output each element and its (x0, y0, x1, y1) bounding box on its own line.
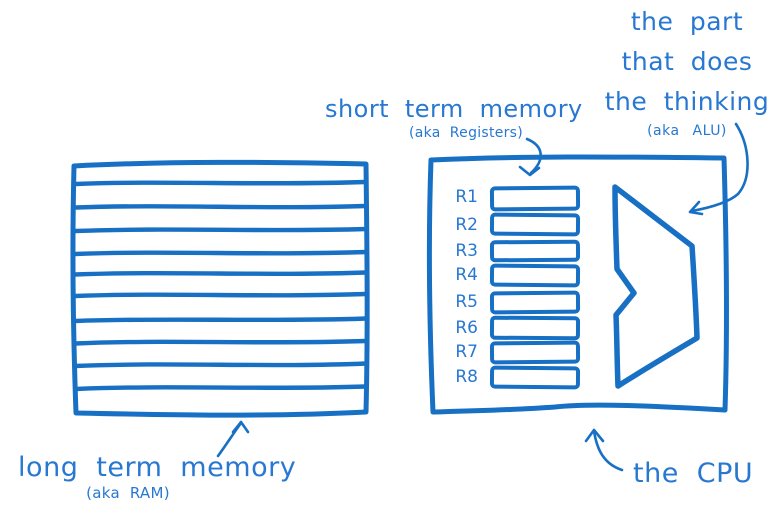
alu-caption: the part that does the thinking (aka ALU… (597, 2, 768, 140)
cpu-arrowhead (584, 428, 605, 443)
alu-caption-line3: the thinking (604, 87, 768, 116)
ram-slot-divider (72, 338, 369, 346)
registers-arrow (518, 137, 542, 177)
cpu-arrow (584, 428, 624, 472)
ram-arrowhead (231, 420, 250, 434)
alu-caption-aka: (aka ALU) (647, 123, 727, 139)
long-term-memory-label: long term memory (18, 452, 297, 483)
register-label-r3: R3 (455, 241, 478, 261)
register-cell (489, 315, 581, 341)
cpu-box-outline (426, 154, 729, 415)
short-term-memory-label: short term memory (325, 95, 583, 123)
ram-box-outline (70, 159, 370, 418)
register-label-r7: R7 (455, 342, 478, 362)
register-cell (489, 340, 581, 365)
register-label-r6: R6 (455, 318, 478, 338)
register-cell (489, 185, 581, 212)
register-cell (489, 263, 581, 288)
alu-arrowhead (688, 200, 704, 216)
ram-slot-divider (72, 249, 369, 257)
alu-caption-line2: that does (621, 47, 753, 76)
register-cell (489, 239, 581, 263)
ram-slot-divider (73, 179, 368, 187)
cpu-arrow-line (592, 429, 624, 472)
register-label-r4: R4 (455, 265, 478, 285)
ram-slot-divider (72, 361, 369, 369)
register-cell (489, 212, 581, 237)
register-label-r8: R8 (455, 367, 478, 387)
register-cell (489, 365, 581, 390)
ram-box (70, 159, 370, 418)
register-label-r1: R1 (455, 187, 478, 207)
long-term-memory-aka: (aka RAM) (86, 484, 170, 502)
short-term-memory-aka: (aka Registers) (408, 125, 523, 141)
alu-arrow (688, 122, 749, 216)
cpu-label: the CPU (633, 458, 754, 489)
ram-arrow (216, 420, 250, 458)
ram-slot-divider (72, 291, 369, 299)
alu-arrow-line (690, 122, 749, 213)
register-cells (489, 185, 581, 390)
registers-arrowhead (518, 165, 541, 177)
annotation-arrows (216, 122, 749, 472)
ram-slot-divider (72, 226, 369, 234)
registers-arrow-line (525, 137, 542, 175)
register-label-r2: R2 (455, 215, 478, 235)
ram-slot-lines (72, 179, 369, 392)
ram-slot-divider (73, 203, 368, 210)
ram-slot-divider (72, 316, 369, 324)
alu-shape (612, 184, 700, 389)
register-label-r5: R5 (455, 292, 478, 312)
ram-slot-divider (73, 384, 369, 392)
ram-slot-divider (72, 270, 369, 277)
register-cell (489, 290, 581, 315)
cpu-box (426, 154, 729, 415)
alu-caption-line1: the part (630, 7, 744, 36)
